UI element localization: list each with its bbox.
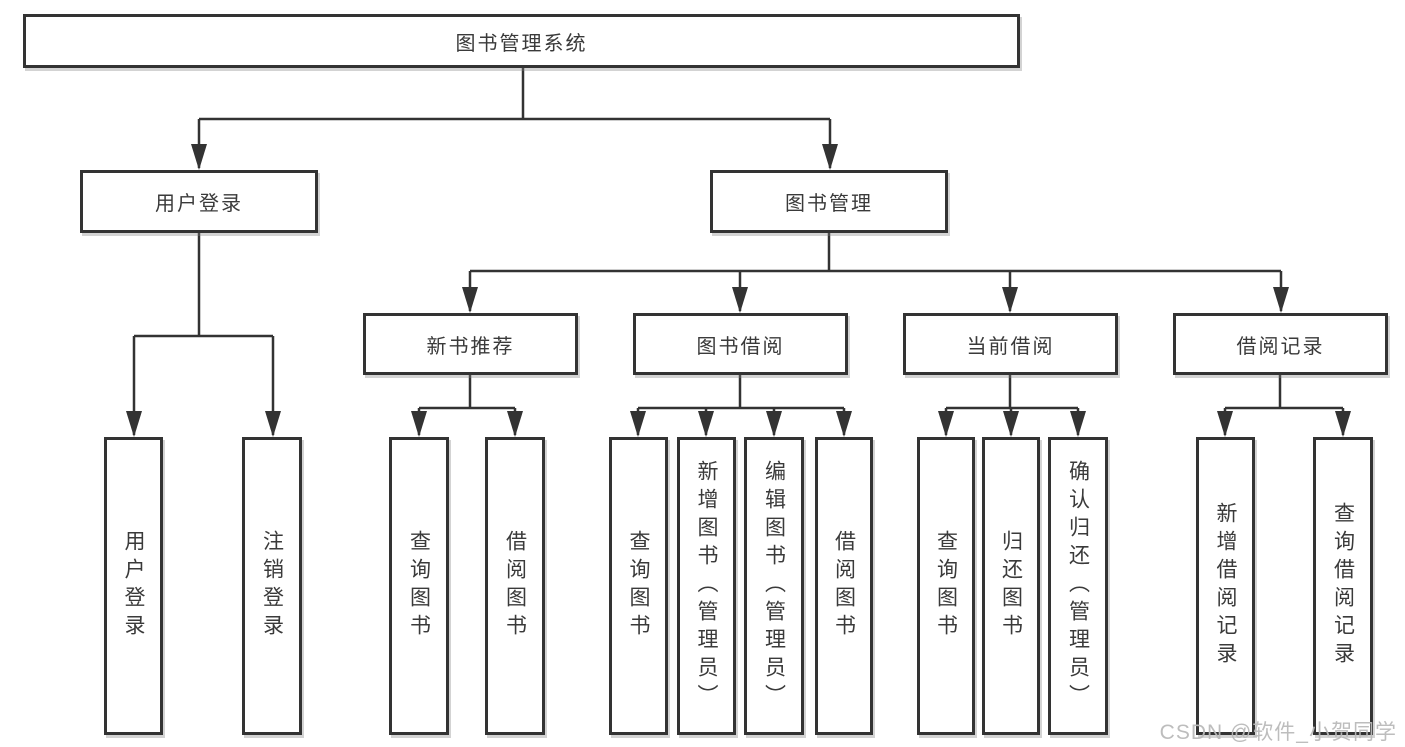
node-leaf-borrow-books-recommend: 借阅图书 xyxy=(485,437,545,735)
csdn-watermark: CSDN @软件_小贺同学 xyxy=(1159,721,1397,744)
node-current-borrow: 当前借阅 xyxy=(903,313,1118,375)
node-leaf-user-login: 用户登录 xyxy=(104,437,163,735)
node-leaf-query-borrow-record: 查询借阅记录 xyxy=(1313,437,1373,735)
node-leaf-query-books-recommend: 查询图书 xyxy=(389,437,449,735)
node-leaf-return-books: 归还图书 xyxy=(982,437,1040,735)
node-book-management: 图书管理 xyxy=(710,170,948,233)
node-leaf-edit-book-admin: 编辑图书（管理员） xyxy=(744,437,804,735)
node-user-login: 用户登录 xyxy=(80,170,318,233)
node-leaf-borrow-books: 借阅图书 xyxy=(815,437,873,735)
node-leaf-confirm-return-admin: 确认归还（管理员） xyxy=(1048,437,1108,735)
node-leaf-logout: 注销登录 xyxy=(242,437,302,735)
node-book-borrow: 图书借阅 xyxy=(633,313,848,375)
node-root: 图书管理系统 xyxy=(23,14,1020,68)
node-leaf-add-book-admin: 新增图书（管理员） xyxy=(677,437,736,735)
node-borrow-records: 借阅记录 xyxy=(1173,313,1388,375)
node-new-book-recommend: 新书推荐 xyxy=(363,313,578,375)
node-leaf-query-books-borrow: 查询图书 xyxy=(609,437,668,735)
node-leaf-add-borrow-record: 新增借阅记录 xyxy=(1196,437,1255,735)
node-leaf-query-books-current: 查询图书 xyxy=(917,437,975,735)
